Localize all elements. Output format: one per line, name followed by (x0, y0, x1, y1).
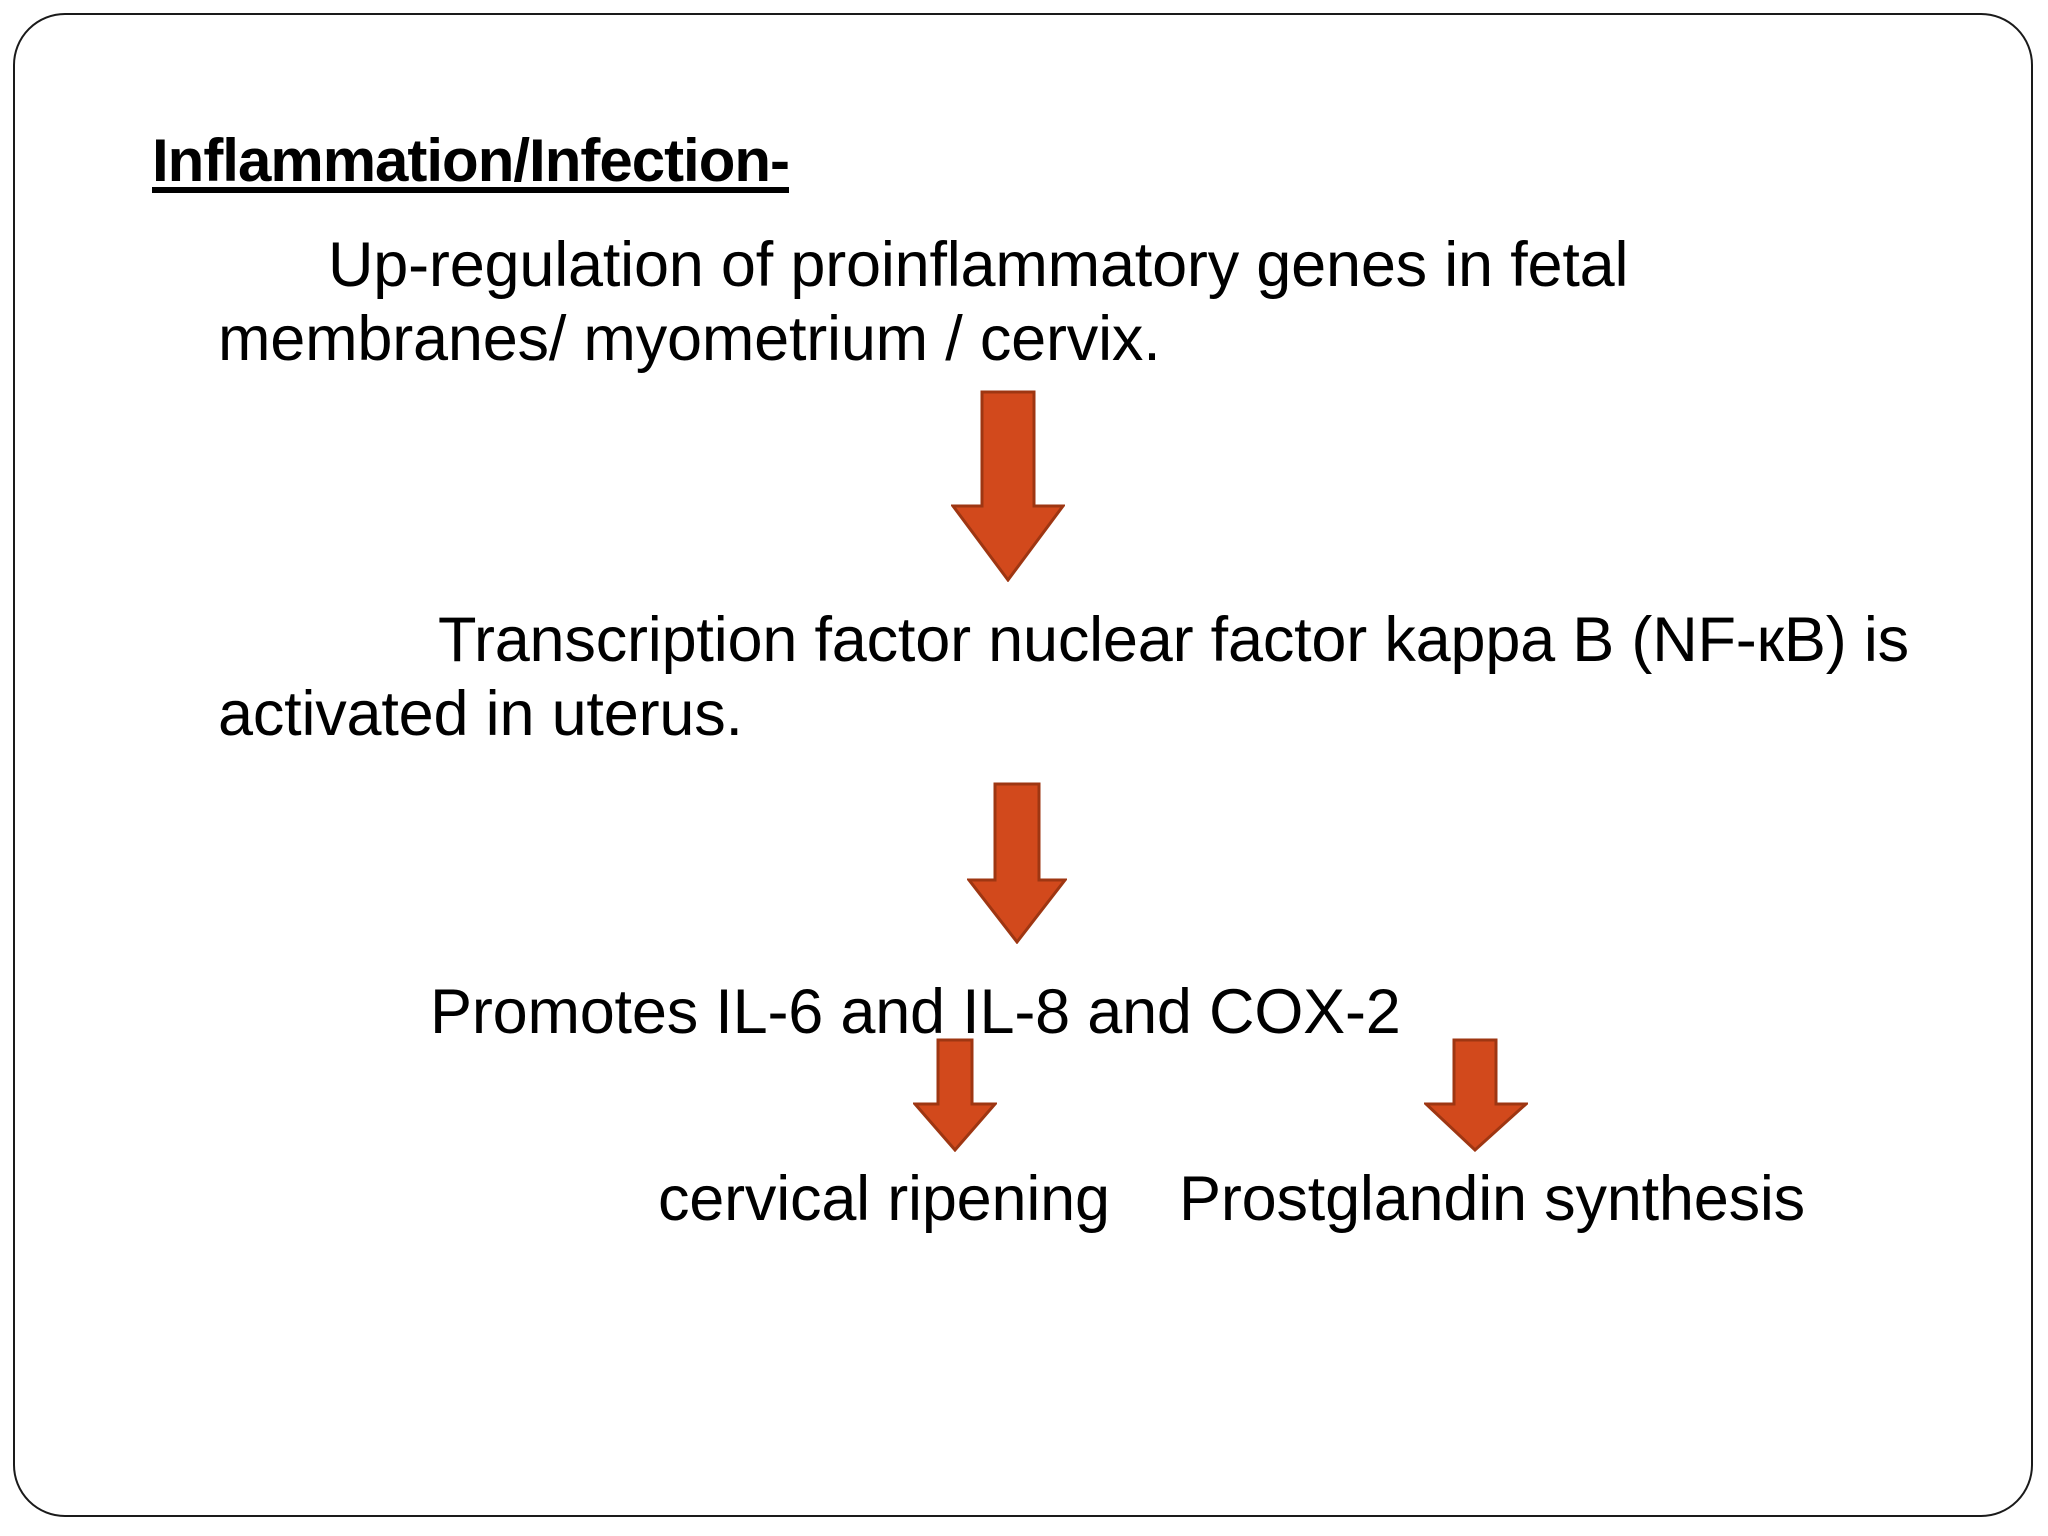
flow-step-2-text: Transcription factor nuclear factor kapp… (218, 605, 1927, 750)
arrow-down-icon-4 (1424, 1038, 1528, 1152)
page-title: Inflammation/Infection- (152, 127, 790, 194)
arrow-down-icon-3 (913, 1038, 997, 1152)
slide-border-frame (13, 13, 2033, 1517)
arrow-down-icon-2 (967, 782, 1067, 944)
flow-step-1-text: Up-regulation of proinflammatory genes i… (218, 230, 1646, 375)
arrow-down-icon-1 (951, 390, 1065, 582)
flow-step-3-text: Promotes IL-6 and IL-8 and COX-2 (430, 977, 1401, 1047)
flow-outcomes-text: cervical ripening Prostglandin synthesis (658, 1164, 1805, 1234)
